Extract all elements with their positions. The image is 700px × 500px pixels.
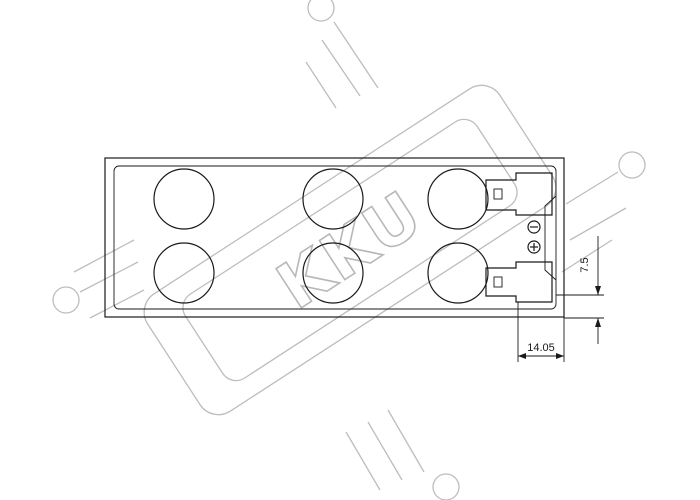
case-inner-outline [113,165,557,310]
watermark-inner-frame [182,118,518,382]
terminal-negative [485,172,553,216]
vent-cap-6 [427,242,489,304]
case-outer-outline [104,157,565,318]
watermark-circle-left [52,286,80,314]
watermark-circle-bottom [432,473,460,500]
dimension-width: 14.05 [517,302,565,362]
case-side-recess [544,195,557,281]
vent-cap-2 [302,168,364,230]
vent-caps [153,168,489,304]
terminal-negative-hole [493,188,503,200]
dimension-width-label: 14.05 [527,342,555,354]
dimension-height-label: 7.5 [579,257,591,272]
polarity-minus-icon [527,220,541,234]
battery-case [104,157,565,318]
watermark-circle-right [618,151,646,179]
watermark-text: KKU [265,177,436,324]
vent-cap-3 [427,168,489,230]
dimension-height: 7.5 [556,236,604,344]
vent-cap-5 [302,242,364,304]
vent-cap-4 [153,242,215,304]
dim-height-arrow-bottom [595,318,601,327]
dim-height-arrow-top [595,286,601,295]
terminal-negative-tab [485,172,553,216]
dim-width-arrow-right [556,353,564,359]
watermark-circle-top [307,0,335,22]
polarity-plus-icon [527,240,541,254]
dim-width-arrow-left [518,353,526,359]
terminal-positive-hole [493,276,503,288]
terminal-positive-tab [485,261,553,303]
terminal-positive [485,261,553,303]
vent-cap-1 [153,168,215,230]
